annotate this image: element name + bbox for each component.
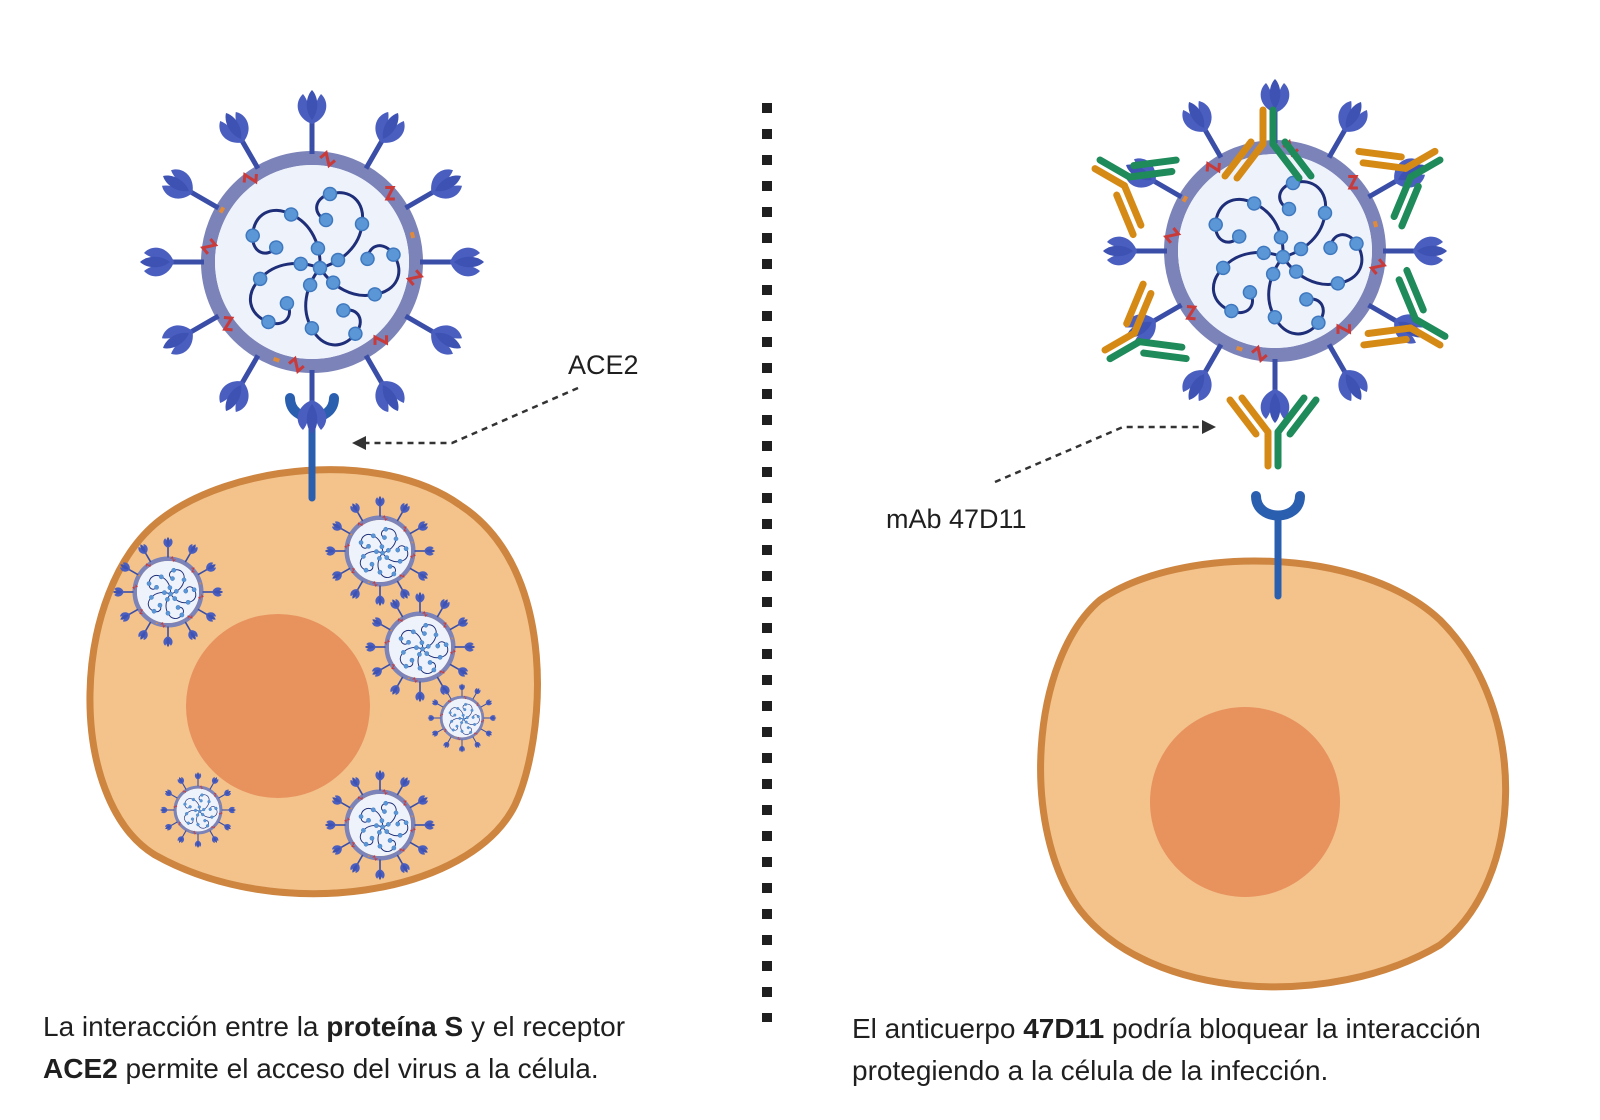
ace2-label: ACE2 <box>568 350 639 380</box>
left-nucleus <box>186 614 370 798</box>
caption-emphasis-protein-s: proteína S <box>326 1011 464 1042</box>
ace2-pointer-arrowhead <box>352 436 366 450</box>
mab-pointer-arrowhead <box>1202 420 1216 434</box>
right-nucleus <box>1150 707 1340 897</box>
ace2-pointer-line <box>364 386 579 445</box>
left-virus <box>140 90 484 434</box>
caption-emphasis-47d11: 47D11 <box>1023 1013 1105 1044</box>
caption-emphasis-ace2: ACE2 <box>43 1053 118 1084</box>
mab-label: mAb 47D11 <box>886 504 1027 534</box>
antibody-upper-left <box>1076 127 1178 235</box>
left-caption: La interacción entre la proteína S y el … <box>43 1011 626 1084</box>
mab-pointer-line <box>994 425 1204 484</box>
right-caption: El anticuerpo 47D11 podría bloquear la i… <box>852 1013 1481 1086</box>
